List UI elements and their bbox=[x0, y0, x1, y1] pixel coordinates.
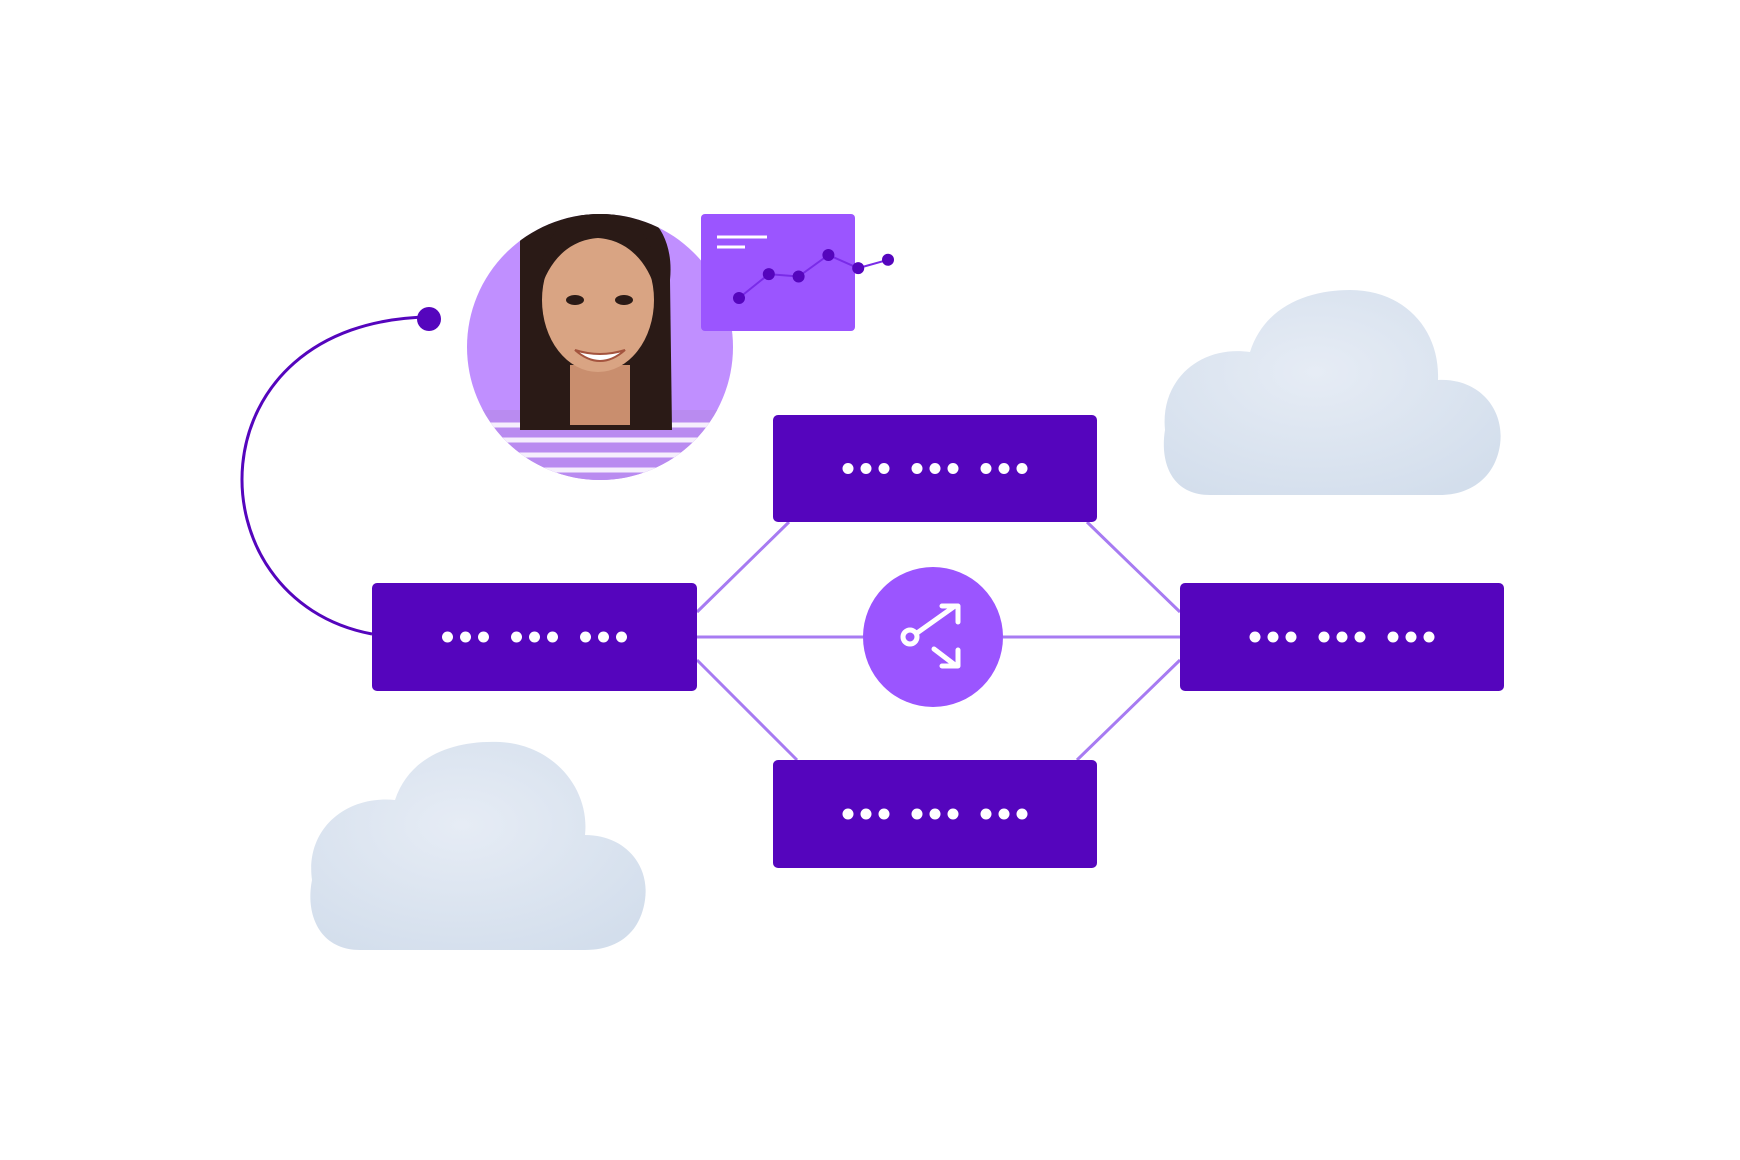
person-avatar bbox=[467, 214, 733, 480]
node-dot bbox=[598, 631, 609, 643]
node-dot bbox=[878, 808, 890, 820]
node-dot bbox=[947, 808, 959, 820]
node-dot bbox=[442, 631, 453, 643]
node-boxes bbox=[372, 415, 1504, 868]
node-dot bbox=[1336, 631, 1348, 643]
node-dot bbox=[860, 808, 872, 820]
node-dot bbox=[529, 631, 540, 643]
connector-bottom-right bbox=[1075, 658, 1182, 762]
mini-chart-point bbox=[733, 292, 745, 304]
node-dot bbox=[1016, 463, 1028, 474]
mini-chart-point bbox=[852, 262, 865, 275]
connector-left-bottom bbox=[695, 658, 799, 762]
node-dot bbox=[860, 463, 872, 474]
node-dot bbox=[842, 808, 854, 820]
node-dot bbox=[998, 463, 1010, 474]
mini-chart-point bbox=[762, 268, 775, 281]
mini-chart-point bbox=[882, 253, 894, 266]
line-chart-card bbox=[701, 214, 894, 331]
node-bottom bbox=[773, 760, 1097, 868]
node-left bbox=[372, 583, 697, 691]
hub-node bbox=[863, 567, 1003, 707]
connector-lines bbox=[695, 520, 1182, 762]
node-dot bbox=[1249, 631, 1261, 643]
node-dot bbox=[1354, 631, 1366, 643]
node-dot bbox=[1405, 631, 1417, 643]
node-dot bbox=[980, 808, 992, 820]
cloud-icon-left bbox=[310, 741, 646, 950]
mini-chart-point bbox=[792, 270, 805, 283]
node-dot bbox=[547, 631, 558, 643]
node-dot bbox=[842, 463, 854, 474]
node-dot bbox=[1423, 631, 1435, 643]
node-dot bbox=[478, 631, 489, 643]
node-dot bbox=[1267, 631, 1279, 643]
node-dot bbox=[460, 631, 471, 643]
node-dot bbox=[1285, 631, 1297, 643]
node-dot bbox=[511, 631, 522, 643]
connector-top-right bbox=[1085, 520, 1182, 614]
node-dot bbox=[878, 463, 890, 474]
node-dot bbox=[980, 463, 992, 474]
split-routing-icon bbox=[900, 603, 961, 669]
connector-left-top bbox=[695, 520, 791, 614]
node-dot bbox=[929, 808, 941, 820]
node-dot bbox=[911, 463, 923, 474]
cloud-icon-right bbox=[1163, 290, 1501, 495]
mini-line-chart bbox=[733, 249, 894, 304]
node-dot bbox=[616, 631, 627, 643]
node-dot bbox=[580, 631, 591, 643]
node-dot bbox=[1318, 631, 1330, 643]
node-dot bbox=[929, 463, 941, 474]
node-dot bbox=[947, 463, 959, 474]
arc-end-dot bbox=[417, 307, 441, 331]
node-dot bbox=[998, 808, 1010, 820]
node-top bbox=[773, 415, 1097, 522]
node-dot bbox=[1016, 808, 1028, 820]
node-dot bbox=[911, 808, 923, 820]
node-dot bbox=[1387, 631, 1399, 643]
node-right bbox=[1180, 583, 1504, 691]
mini-chart-point bbox=[822, 249, 835, 261]
connector-arc bbox=[240, 315, 431, 636]
